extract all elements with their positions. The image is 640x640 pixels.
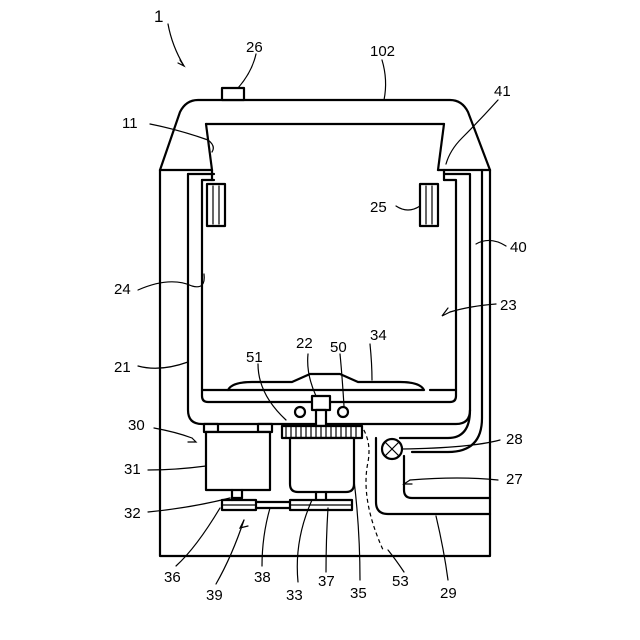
label-24: 24	[114, 281, 131, 298]
balancer-left	[207, 184, 225, 226]
label-40: 40	[510, 239, 527, 256]
label-21: 21	[114, 359, 131, 376]
label-36: 36	[164, 569, 181, 586]
shaft-assembly	[295, 396, 348, 426]
label-25: 25	[370, 199, 387, 216]
label-53: 53	[392, 573, 409, 590]
control-button	[222, 88, 244, 100]
gear-unit	[282, 426, 362, 438]
motor-31	[206, 432, 270, 490]
pulsator	[228, 374, 424, 390]
label-29: 29	[440, 585, 457, 602]
label-32: 32	[124, 505, 141, 522]
label-23: 23	[500, 297, 517, 314]
wash-drum	[202, 180, 456, 402]
label-41: 41	[494, 83, 511, 100]
pulley-37	[290, 500, 352, 510]
label-38: 38	[254, 569, 271, 586]
label-30: 30	[128, 417, 145, 434]
wire-53	[360, 424, 384, 552]
label-35: 35	[350, 585, 367, 602]
label-31: 31	[124, 461, 141, 478]
label-37: 37	[318, 573, 335, 590]
label-33: 33	[286, 587, 303, 604]
drain-valve	[382, 439, 402, 459]
label-11: 11	[122, 115, 138, 132]
label-102: 102	[370, 43, 395, 60]
label-39: 39	[206, 587, 223, 604]
label-27: 27	[506, 471, 523, 488]
label-26: 26	[246, 39, 263, 56]
label-51: 51	[246, 349, 263, 366]
label-50: 50	[330, 339, 347, 356]
pulley-36	[222, 500, 256, 510]
balancer-right	[420, 184, 438, 226]
label-1: 1	[154, 7, 163, 26]
top-cover	[160, 100, 490, 170]
gearbox-35	[290, 438, 354, 492]
label-34: 34	[370, 327, 387, 344]
label-22: 22	[296, 335, 313, 352]
label-28: 28	[506, 431, 523, 448]
